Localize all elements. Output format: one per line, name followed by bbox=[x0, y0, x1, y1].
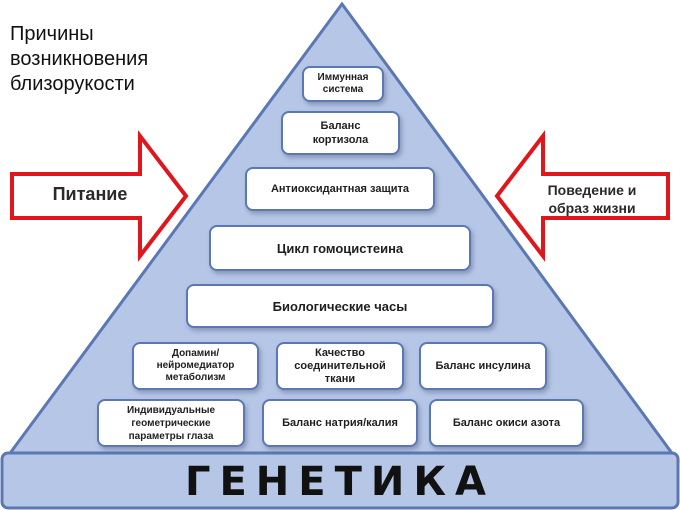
box-text: Индивидуальные bbox=[126, 404, 216, 416]
immune-system-box: Иммунная система bbox=[302, 66, 384, 102]
box-text: Баланс натрия/калия bbox=[282, 417, 398, 429]
behavior-label-line: Поведение и bbox=[547, 182, 637, 198]
homocysteine-box: Цикл гомоцистеина bbox=[209, 225, 471, 271]
box-text: Иммунная bbox=[317, 72, 369, 83]
diagram-title: Причины возникновения близорукости bbox=[10, 22, 210, 97]
box-text: Баланс инсулина bbox=[435, 360, 531, 372]
left-arrow-label: Питание bbox=[40, 184, 140, 205]
cortisol-balance-box: Баланс кортизола bbox=[281, 111, 400, 155]
box-text: Цикл гомоцистеина bbox=[276, 240, 404, 256]
title-line: близорукости bbox=[10, 73, 135, 95]
box-text: геометрические bbox=[131, 417, 211, 429]
box-text: Допамин/ bbox=[171, 348, 220, 359]
title-line: Причины bbox=[10, 23, 94, 45]
box-text: Антиоксидантная защита bbox=[270, 183, 410, 195]
nitric-oxide-box: Баланс окиси азота bbox=[429, 399, 584, 447]
eye-geometry-box: Индивидуальные геометрические параметры … bbox=[97, 399, 245, 447]
box-text: Качество bbox=[315, 346, 365, 359]
box-text: нейромедиатор bbox=[156, 360, 235, 371]
box-text: система bbox=[322, 84, 364, 95]
box-text: соединительной bbox=[294, 359, 386, 372]
left-arrow-shape bbox=[10, 130, 189, 262]
box-text: Баланс окиси азота bbox=[452, 417, 561, 429]
box-text: ткани bbox=[324, 372, 356, 385]
genetics-base-shape bbox=[0, 451, 680, 510]
connective-tissue-box: Качество соединительной ткани bbox=[276, 342, 404, 390]
sodium-potassium-box: Баланс натрия/калия bbox=[262, 399, 418, 447]
behavior-label-line: образ жизни bbox=[548, 200, 636, 216]
insulin-balance-box: Баланс инсулина bbox=[419, 342, 547, 390]
right-arrow-label: Поведение и образ жизни bbox=[522, 181, 662, 217]
dopamine-box: Допамин/ нейромедиатор метаболизм bbox=[132, 342, 259, 390]
antioxidant-box: Антиоксидантная защита bbox=[245, 167, 435, 211]
box-text: параметры глаза bbox=[128, 430, 214, 442]
genetics-label: ГЕНЕТИКА bbox=[184, 458, 496, 505]
biological-clock-box: Биологические часы bbox=[186, 284, 494, 328]
nutrition-label: Питание bbox=[52, 184, 128, 204]
box-text: Биологические часы bbox=[272, 298, 408, 314]
title-line: возникновения bbox=[10, 48, 149, 70]
right-arrow-shape bbox=[494, 130, 670, 262]
box-text: Баланс bbox=[320, 120, 361, 132]
box-text: кортизола bbox=[312, 134, 369, 146]
box-text: метаболизм bbox=[165, 372, 226, 383]
